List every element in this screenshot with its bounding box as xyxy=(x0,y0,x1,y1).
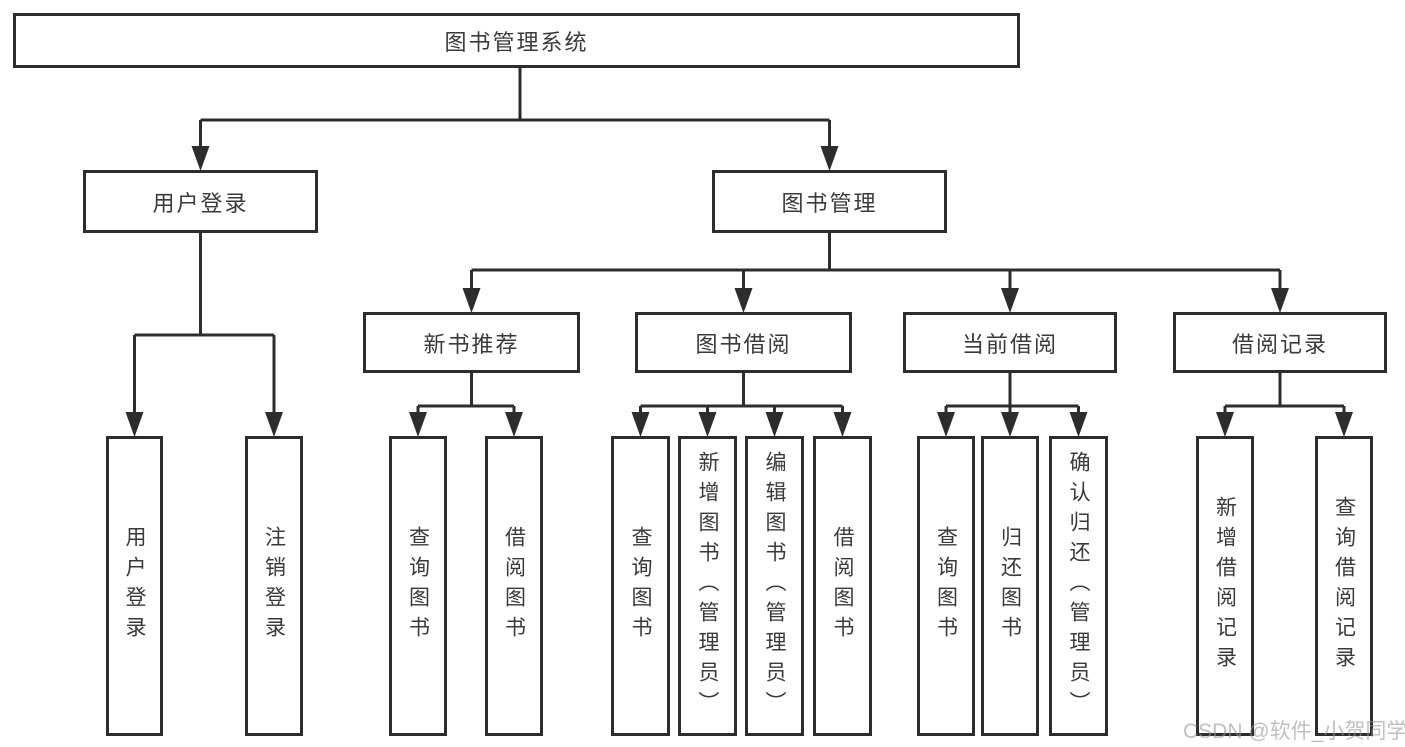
leaf-current-query: 查询图书 xyxy=(917,436,975,736)
node-new-book-rec-label: 新书推荐 xyxy=(423,331,520,357)
leaf-current-confirm-label: 确认归还（管理员） xyxy=(1067,451,1090,721)
node-user-login-label: 用户登录 xyxy=(152,190,249,216)
leaf-newbook-borrow-label: 借阅图书 xyxy=(502,526,526,646)
leaf-user-login: 用户登录 xyxy=(106,436,163,736)
node-root: 图书管理系统 xyxy=(13,13,1020,68)
leaf-record-query-label: 查询借阅记录 xyxy=(1332,496,1356,676)
leaf-current-confirm: 确认归还（管理员） xyxy=(1049,436,1108,736)
leaf-borrow-edit: 编辑图书（管理员） xyxy=(745,436,804,736)
leaf-newbook-query-label: 查询图书 xyxy=(406,526,430,646)
leaf-logout: 注销登录 xyxy=(245,436,303,736)
leaf-current-query-label: 查询图书 xyxy=(934,526,958,646)
arrowheads xyxy=(125,146,1353,437)
node-user-login: 用户登录 xyxy=(83,170,318,233)
leaf-borrow-borrow-label: 借阅图书 xyxy=(831,526,854,646)
leaf-borrow-add: 新增图书（管理员） xyxy=(678,436,737,736)
node-current-borrow: 当前借阅 xyxy=(903,312,1117,373)
tree-edges xyxy=(133,68,1346,416)
csdn-watermark: CSDN @软件_小贺同学 xyxy=(1183,720,1405,743)
leaf-borrow-query: 查询图书 xyxy=(611,436,670,736)
leaf-newbook-borrow: 借阅图书 xyxy=(485,436,543,736)
node-root-label: 图书管理系统 xyxy=(444,29,589,55)
leaf-current-return-label: 归还图书 xyxy=(998,526,1022,646)
leaf-current-return: 归还图书 xyxy=(981,436,1039,736)
node-borrow-records: 借阅记录 xyxy=(1173,312,1387,373)
leaf-borrow-borrow: 借阅图书 xyxy=(813,436,872,736)
leaf-logout-label: 注销登录 xyxy=(262,526,286,646)
node-book-borrow: 图书借阅 xyxy=(635,312,852,373)
leaf-record-add: 新增借阅记录 xyxy=(1196,436,1254,736)
node-book-mgmt-label: 图书管理 xyxy=(781,190,878,216)
node-book-borrow-label: 图书借阅 xyxy=(695,331,792,357)
leaf-record-add-label: 新增借阅记录 xyxy=(1213,496,1237,676)
leaf-borrow-add-label: 新增图书（管理员） xyxy=(696,451,719,721)
node-new-book-rec: 新书推荐 xyxy=(363,312,580,373)
leaf-borrow-query-label: 查询图书 xyxy=(629,526,652,646)
node-current-borrow-label: 当前借阅 xyxy=(961,331,1058,357)
leaf-newbook-query: 查询图书 xyxy=(389,436,447,736)
leaf-record-query: 查询借阅记录 xyxy=(1315,436,1373,736)
leaf-user-login-label: 用户登录 xyxy=(123,526,146,646)
node-borrow-records-label: 借阅记录 xyxy=(1231,331,1328,357)
node-book-mgmt: 图书管理 xyxy=(712,170,947,233)
leaf-borrow-edit-label: 编辑图书（管理员） xyxy=(763,451,786,721)
